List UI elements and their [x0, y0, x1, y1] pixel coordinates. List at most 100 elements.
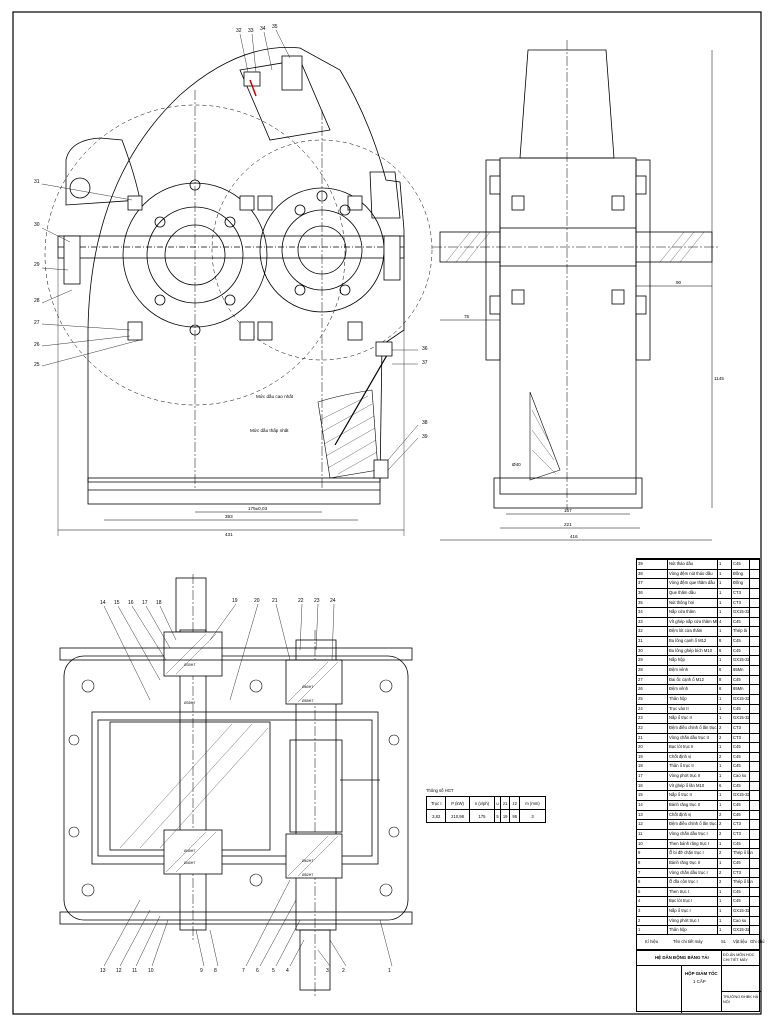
bom-cell-name: Đệm điều chỉnh ổ lăn trục II — [669, 724, 717, 730]
bom-cell-name: Đệm điều chỉnh ổ lăn trục I — [669, 821, 717, 827]
bom-cell-name: Nắp ổ trục I — [669, 908, 691, 914]
bom-cell-qty: 1 — [719, 657, 722, 663]
bom-cell-symbol: 25 — [638, 695, 643, 701]
side-view-labels: 75 90 1145 Ø40 167 221 416 — [464, 280, 724, 539]
bom-cell-qty: 1 — [719, 599, 722, 605]
bom-cell-material: CT3 — [733, 589, 741, 595]
dim-center-distance: 175±0,03 — [248, 506, 268, 511]
bom-cell-symbol: 37 — [638, 580, 643, 586]
bom-cell-qty: 1 — [719, 580, 722, 586]
bom-cell-qty: 1 — [719, 715, 722, 721]
title-block: HỆ DẪN ĐỘNG BĂNG TẢI ĐỒ ÁN MÔN HỌC CHI T… — [636, 950, 761, 1013]
bom-cell-symbol: 4 — [638, 898, 641, 904]
hgt-value-5: 95 — [509, 809, 520, 823]
hgt-value-4: 19 — [499, 809, 511, 823]
callout-14: 14 — [100, 600, 106, 606]
bom-cell-symbol: 27 — [638, 676, 643, 682]
bom-header-qty: SL — [721, 939, 727, 944]
bom-cell-qty: 2 — [719, 850, 722, 856]
bom-cell-qty: 6 — [719, 667, 722, 673]
bom-cell-symbol: 16 — [638, 782, 643, 788]
bom-cell-name: Then trục I — [669, 888, 690, 894]
bom-cell-symbol: 8 — [638, 859, 641, 865]
hgt-grid: Trục I P (kW) n (v/ph) u z1 z2 m (mm) 3,… — [425, 796, 546, 823]
bom-cell-symbol: 11 — [638, 830, 643, 836]
bom-cell-name: Nắp ổ trục II — [669, 792, 692, 798]
parts-list-header: Kí hiệu Tên chi tiết máy SL Vật liệu Ghi… — [636, 934, 764, 950]
bom-cell-material: Cao su — [733, 917, 747, 923]
bom-cell-symbol: 13 — [638, 811, 643, 817]
tb-project: HỆ DẪN ĐỘNG BĂNG TẢI — [655, 955, 709, 960]
bom-cell-name: Thân hộp — [669, 927, 687, 933]
bom-cell-material: GX15-32 — [733, 609, 750, 615]
bom-cell-name: Vòng phớt trục II — [669, 773, 701, 779]
bom-cell-symbol: 22 — [638, 724, 643, 730]
bom-cell-material: GX15-32 — [733, 695, 750, 701]
bom-cell-qty: 1 — [719, 609, 722, 615]
bom-cell-material: C45 — [733, 782, 741, 788]
tb-subtitle: 1 CẤP — [693, 979, 706, 984]
bom-cell-qty: 1 — [719, 570, 722, 576]
bom-cell-symbol: 38 — [638, 570, 643, 576]
bom-cell-material: Thép ổ lăn — [733, 879, 753, 885]
bore-label-1: Ø30H7 — [184, 663, 195, 667]
callout-32: 32 — [236, 28, 242, 34]
callout-13: 13 — [100, 968, 106, 974]
bom-cell-symbol: 32 — [638, 628, 643, 634]
bom-cell-symbol: 18 — [638, 763, 643, 769]
bom-cell-name: Chốt định vị — [669, 811, 692, 817]
front-leaders — [41, 29, 419, 471]
bom-cell-material: C45 — [733, 811, 741, 817]
bom-cell-name: Nắp hộp — [669, 657, 685, 663]
tb-course: ĐỒ ÁN MÔN HỌC CHI TIẾT MÁY — [723, 953, 755, 962]
tb-school: TRƯỜNG ĐHBK HÀ NỘI — [723, 995, 759, 1004]
bom-cell-qty: 1 — [719, 802, 722, 808]
bom-cell-material: C45 — [733, 744, 741, 750]
bom-cell-name: Ổ đĩa côn trục I — [669, 879, 698, 885]
bom-cell-qty: 1 — [719, 898, 722, 904]
bom-cell-material: CT3 — [733, 869, 741, 875]
bore-label-2: Ø35H7 — [184, 701, 195, 705]
callout-37: 37 — [422, 360, 428, 366]
bom-cell-qty: 1 — [719, 888, 722, 894]
bom-cell-qty: 1 — [719, 859, 722, 865]
bom-cell-symbol: 9 — [638, 850, 641, 856]
hgt-header-1: P (kW) — [445, 796, 470, 810]
bom-cell-symbol: 33 — [638, 618, 643, 624]
bom-cell-material: C45 — [733, 638, 741, 644]
callout-27: 27 — [34, 320, 40, 326]
bom-cell-name: Ổ bi đỡ chặn trục I — [669, 850, 704, 856]
bom-cell-material: Đồng — [733, 570, 744, 576]
front-view-labels: 32 33 34 35 31 30 29 28 27 26 25 36 37 3… — [34, 24, 428, 537]
bom-cell-material: Cao su — [733, 773, 747, 779]
dim-90: 90 — [676, 280, 682, 285]
hgt-value-6: 3 — [519, 809, 546, 823]
callout-36: 36 — [422, 346, 428, 352]
bom-cell-name: Vòng đệm que thăm dầu — [669, 580, 715, 586]
bom-cell-symbol: 34 — [638, 609, 643, 615]
bom-cell-material: Thép ổ lăn — [733, 850, 753, 856]
callout-35: 35 — [272, 24, 278, 30]
bom-cell-symbol: 7 — [638, 869, 641, 875]
callout-18: 18 — [156, 600, 162, 606]
callout-31: 31 — [34, 179, 40, 185]
hgt-header-0: Trục I — [425, 796, 447, 810]
bom-cell-qty: 1 — [719, 589, 722, 595]
callout-20: 20 — [254, 598, 260, 604]
dim-167: 167 — [564, 508, 572, 513]
bore-label-8: Ø52H7 — [302, 873, 313, 877]
hgt-value-2: 175 — [468, 809, 496, 823]
bom-cell-name: Bánh răng trục II — [669, 802, 700, 808]
